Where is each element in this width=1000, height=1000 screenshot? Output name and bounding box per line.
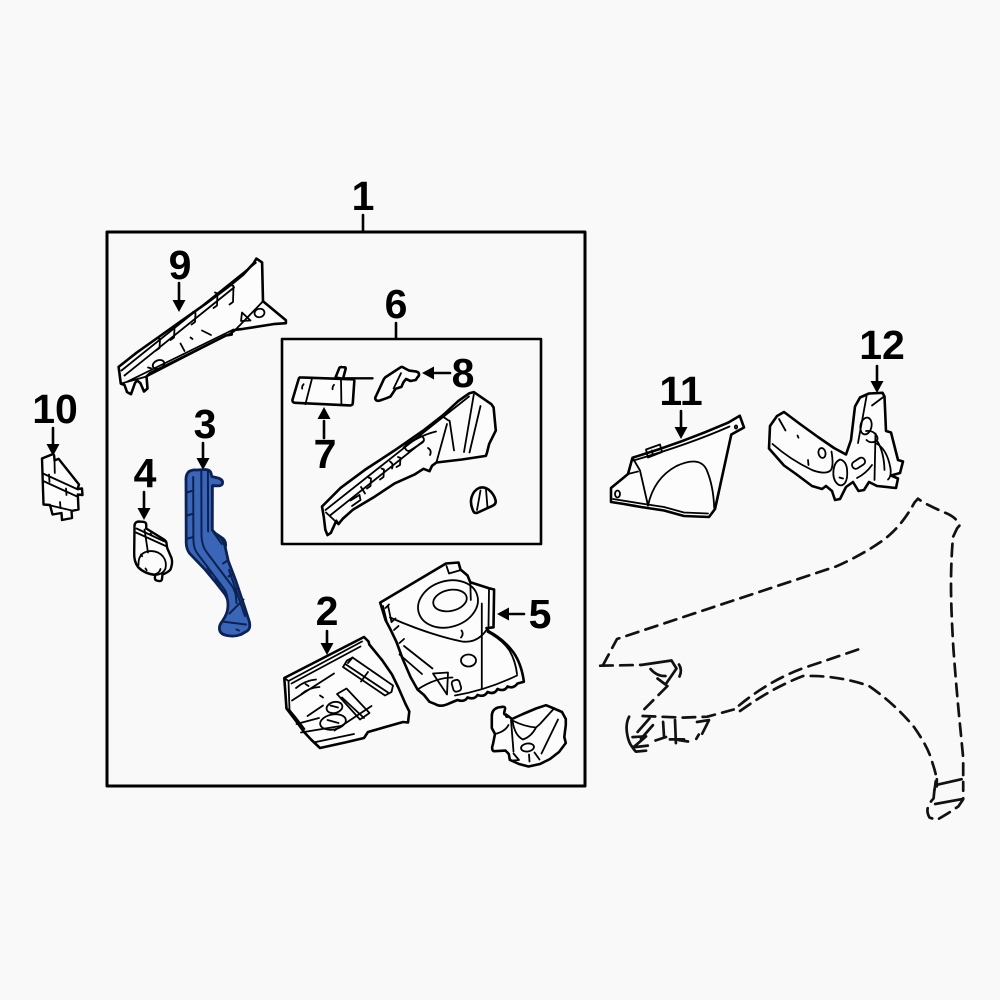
svg-text:8: 8 — [452, 350, 475, 396]
svg-text:11: 11 — [659, 368, 702, 414]
svg-text:4: 4 — [134, 450, 157, 496]
svg-text:2: 2 — [316, 588, 339, 634]
svg-text:3: 3 — [194, 401, 217, 447]
svg-text:5: 5 — [529, 591, 552, 637]
svg-text:10: 10 — [32, 386, 78, 432]
svg-text:9: 9 — [169, 242, 192, 288]
svg-text:7: 7 — [314, 431, 337, 477]
svg-text:12: 12 — [859, 322, 905, 368]
svg-text:6: 6 — [385, 281, 408, 327]
svg-text:1: 1 — [352, 173, 375, 219]
